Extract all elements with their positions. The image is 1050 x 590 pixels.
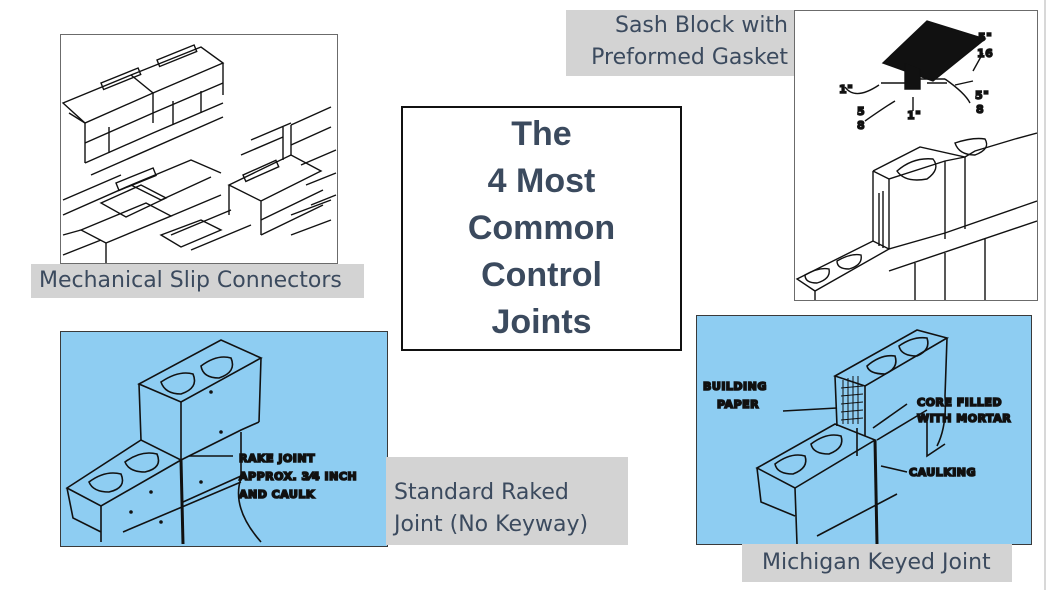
michigan-keyed-joint-drawing: BUILDING PAPER CORE FILLED WITH MORTAR C… <box>702 329 1012 544</box>
dimension-label: 5" <box>978 31 992 44</box>
dimension-label: 8 <box>976 103 984 116</box>
dimension-label: 1" <box>907 109 921 122</box>
mechanical-slip-connectors-caption: Mechanical Slip Connectors <box>31 264 364 298</box>
standard-raked-joint-drawing: RAKE JOINT APPROX. 3⁄4 INCH AND CAULK <box>65 339 357 545</box>
sash-block-image: 5" 16 1" 5 8 1" 5" 8 <box>794 10 1038 301</box>
mechanical-slip-connectors-drawing <box>61 44 337 263</box>
standard-raked-joint-caption-line: Joint (No Keyway) <box>394 512 589 537</box>
sash-block-caption: Sash Block with Preformed Gasket <box>566 10 796 76</box>
sash-block-caption-line: Preformed Gasket <box>591 45 788 70</box>
michigan-annotation-line: BUILDING <box>703 380 767 393</box>
michigan-annotation-line: CORE FILLED <box>917 396 1002 409</box>
title-box: The 4 Most Common Control Joints <box>401 106 682 351</box>
raked-annotation-line: RAKE JOINT <box>239 452 315 465</box>
standard-raked-joint-image: RAKE JOINT APPROX. 3⁄4 INCH AND CAULK <box>60 331 388 547</box>
title-line: Joints <box>491 303 592 341</box>
michigan-annotation-line: WITH MORTAR <box>917 412 1011 425</box>
slide-edge <box>1044 0 1046 590</box>
sash-block-drawing: 5" 16 1" 5 8 1" 5" 8 <box>795 20 1037 300</box>
standard-raked-joint-caption: Standard Raked Joint (No Keyway) <box>386 457 628 545</box>
sash-block-caption-line: Sash Block with <box>614 13 788 38</box>
dimension-label: 5" <box>975 89 989 102</box>
michigan-annotation-line: CAULKING <box>909 466 976 479</box>
dimension-label: 1" <box>839 83 853 96</box>
raked-annotation-line: APPROX. 3⁄4 INCH <box>239 470 357 483</box>
title-line: The <box>511 115 572 153</box>
title-line: Control <box>481 256 602 294</box>
mechanical-slip-connectors-image <box>60 34 338 264</box>
dimension-label: 5 <box>857 105 865 118</box>
title-line: 4 Most <box>487 162 596 200</box>
michigan-keyed-joint-caption: Michigan Keyed Joint <box>742 544 1012 582</box>
michigan-keyed-joint-image: BUILDING PAPER CORE FILLED WITH MORTAR C… <box>696 315 1032 545</box>
dimension-label: 16 <box>977 47 993 60</box>
michigan-annotation-line: PAPER <box>717 398 759 411</box>
standard-raked-joint-caption-line: Standard Raked <box>394 480 569 505</box>
dimension-label: 8 <box>857 119 865 132</box>
raked-annotation-line: AND CAULK <box>239 488 315 501</box>
title-line: Common <box>467 209 616 247</box>
